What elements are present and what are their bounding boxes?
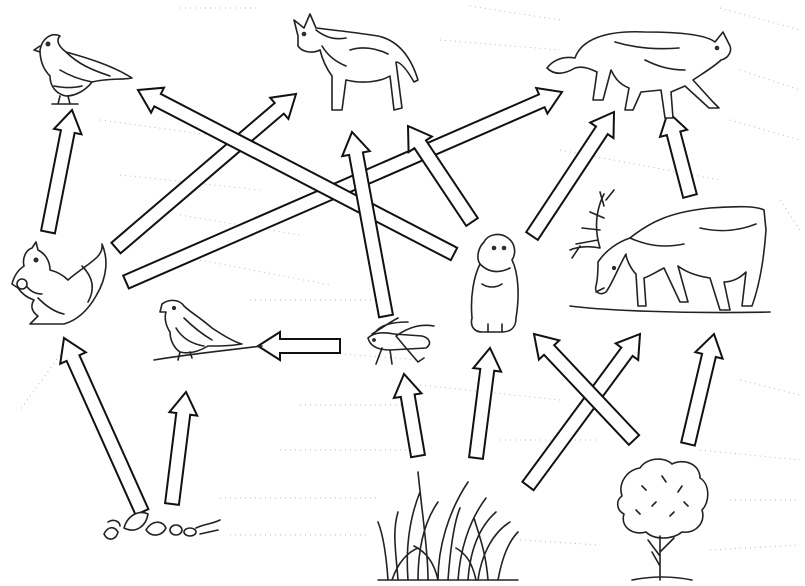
arrow-seeds-to-bird xyxy=(165,392,197,505)
arrow-layer xyxy=(41,88,723,515)
cougar-icon xyxy=(547,32,731,118)
arrow-grasshopper-to-bird xyxy=(258,332,340,360)
hawk-icon xyxy=(34,35,132,104)
arrow-seeds-to-squirrel xyxy=(60,338,148,515)
arrow-grass-to-grasshopper xyxy=(394,374,425,457)
squirrel-icon xyxy=(12,242,106,324)
wolf-icon xyxy=(294,14,418,110)
small-bird-icon xyxy=(154,300,262,360)
arrow-elk-to-cougar xyxy=(526,112,614,240)
seeds-icon xyxy=(104,513,220,540)
prairie-dog-icon xyxy=(471,235,518,332)
arrow-squirrel-to-hawk xyxy=(41,110,81,233)
elk-icon xyxy=(570,190,770,313)
arrow-elk-to-cougar xyxy=(660,112,697,198)
grasshopper-icon xyxy=(368,318,434,364)
arrow-shrub-to-elk xyxy=(681,334,722,446)
arrow-prairie-dog-to-hawk xyxy=(138,88,457,261)
arrow-grass-to-prairie-dog xyxy=(469,348,501,459)
grass-icon xyxy=(378,472,518,580)
shrub-icon xyxy=(618,459,708,580)
